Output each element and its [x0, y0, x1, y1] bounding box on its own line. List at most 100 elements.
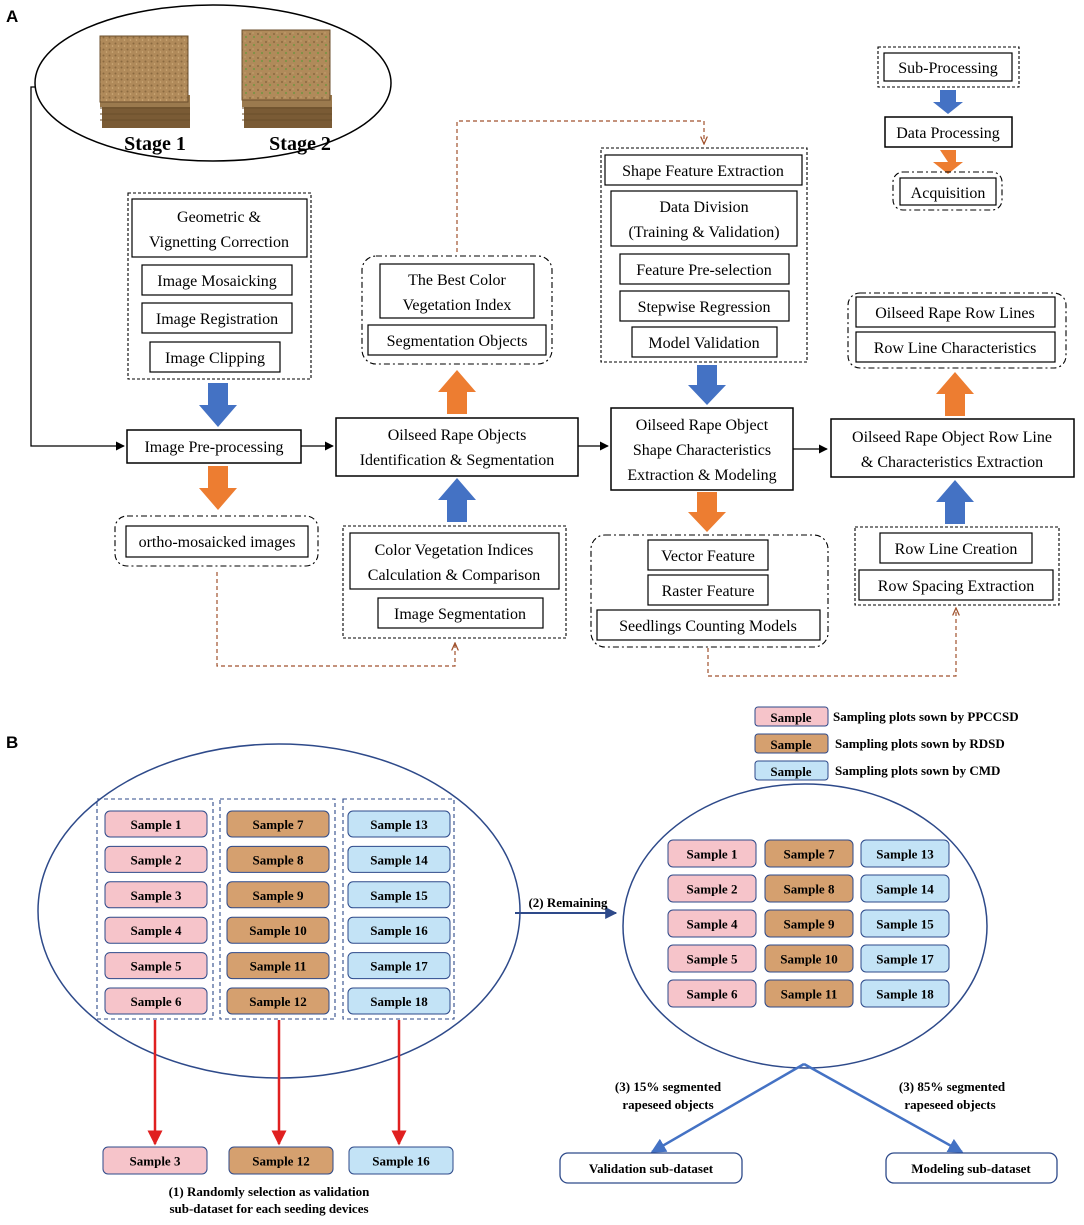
legend-acquisition-box	[899, 177, 997, 206]
sample-right_brown-4-label: Sample 11	[781, 987, 838, 1002]
image-segmentation-box	[377, 597, 544, 629]
selected-sample-2-label: Sample 16	[372, 1154, 430, 1169]
vector-feature-label: Vector Feature	[661, 548, 755, 565]
sample-right_pink-4-label: Sample 6	[687, 987, 738, 1002]
sample-left_pink-0-box	[104, 810, 208, 838]
legend-acquisition-group	[892, 171, 1003, 211]
sample-right_brown-1-box	[764, 874, 854, 903]
sample-left_brown-2-label: Sample 9	[253, 888, 304, 903]
row-lines-box	[855, 296, 1056, 328]
sample-right_brown-3-box	[764, 944, 854, 973]
geometric-correction-line1: Geometric &	[177, 209, 262, 226]
row-characteristics-box	[855, 331, 1056, 363]
sample-left_brown-5-label: Sample 12	[249, 994, 306, 1009]
selected-sample-0-label: Sample 3	[130, 1154, 181, 1169]
sample-left_pink-3-label: Sample 4	[131, 923, 182, 938]
orange-arrow-ortho	[199, 466, 237, 510]
acquisition-ellipse	[34, 4, 392, 162]
row-lines-label: Oilseed Rape Row Lines	[875, 305, 1035, 322]
legend-cmd-text: Sampling plots sown by CMD	[835, 763, 1000, 778]
model-validation-box	[631, 326, 778, 358]
row-characteristics-label: Row Line Characteristics	[874, 340, 1037, 357]
legend-blue-arrow	[933, 90, 963, 114]
sample-right_pink-0-label: Sample 1	[687, 847, 738, 862]
sample-right_brown-3-label: Sample 10	[780, 952, 837, 967]
segmentation-objects-label: Segmentation Objects	[387, 333, 528, 350]
geometric-correction-line2: Vignetting Correction	[149, 234, 289, 251]
identification-box	[335, 417, 579, 477]
sample-left_pink-3-box	[104, 916, 208, 944]
sample-right_blue-2-label: Sample 15	[876, 917, 934, 932]
color-indices-line2: Calculation & Comparison	[368, 567, 540, 584]
sample-right_blue-0-label: Sample 13	[876, 847, 934, 862]
data-division-line1: Data Division	[659, 199, 748, 216]
best-color-line2: Vegetation Index	[403, 297, 512, 314]
shape-feature-extraction-box	[604, 154, 803, 186]
blue-arrow-identification	[438, 478, 476, 522]
image-preprocessing-box	[126, 429, 302, 464]
legend-subprocessing-group	[877, 46, 1020, 88]
legend-swatch-cmd	[754, 760, 829, 781]
row-main-line2: & Characteristics Extraction	[861, 454, 1043, 471]
sample-right_blue-1-label: Sample 14	[876, 882, 934, 897]
sample-left_brown-5-box	[226, 987, 330, 1015]
sample-left_pink-1-box	[104, 845, 208, 873]
row-spacing-label: Row Spacing Extraction	[878, 578, 1034, 595]
row-main-box	[830, 418, 1075, 478]
image-registration-label: Image Registration	[156, 311, 278, 328]
seedlings-models-box	[596, 609, 821, 641]
stepwise-regression-label: Stepwise Regression	[638, 299, 771, 316]
sample-right_pink-1-box	[667, 874, 757, 903]
legend-acquisition-label: Acquisition	[911, 185, 986, 202]
group-pink-dashed	[96, 798, 214, 1020]
stage1-label: Stage 1	[124, 133, 186, 155]
legend-swatch-cmd-label: Sample	[770, 764, 811, 779]
split-arrow-validation	[650, 1062, 805, 1154]
shape-group	[600, 147, 808, 363]
sample-right_pink-3-label: Sample 5	[687, 952, 738, 967]
sample-left_brown-1-label: Sample 8	[253, 852, 304, 867]
sample-right_brown-2-label: Sample 9	[784, 917, 835, 932]
selected-sample-1-box	[228, 1146, 334, 1175]
sample-right_pink-2-label: Sample 4	[687, 917, 738, 932]
sample-right_brown-2-box	[764, 909, 854, 938]
sample-right_pink-4-box	[667, 979, 757, 1008]
sample-left_pink-1-label: Sample 2	[131, 852, 182, 867]
sample-left_pink-4-label: Sample 5	[131, 959, 182, 974]
sample-left_pink-2-label: Sample 3	[131, 888, 182, 903]
sample-left_blue-2-box	[347, 881, 451, 909]
sample-right_brown-4-box	[764, 979, 854, 1008]
selected-sample-boxes: Sample 3 Sample 12 Sample 16	[102, 1146, 454, 1175]
shape-main-line1: Oilseed Rape Object	[636, 417, 769, 434]
best-color-to-shape-dashed-arrow	[456, 120, 704, 252]
ortho-to-color-indices-dashed-arrow	[216, 572, 455, 667]
legend-data-processing-label: Data Processing	[896, 125, 1000, 142]
sample-left_blue-1-label: Sample 14	[370, 852, 428, 867]
image-mosaicking-box	[141, 264, 293, 296]
seedlings-models-label: Seedlings Counting Models	[619, 618, 797, 635]
image-clipping-label: Image Clipping	[165, 350, 265, 367]
split-right-line1: (3) 85% segmented	[899, 1079, 1006, 1094]
selected-sample-1-label: Sample 12	[252, 1154, 309, 1169]
sample-left_brown-0-label: Sample 7	[253, 817, 304, 832]
row-main-line1: Oilseed Rape Object Row Line	[852, 429, 1052, 446]
legend-subprocessing-label: Sub-Processing	[898, 60, 998, 77]
legend-ppccsd-text: Sampling plots sown by PPCCSD	[833, 709, 1019, 724]
sample-right_pink-3-box	[667, 944, 757, 973]
identification-line2: Identification & Segmentation	[360, 452, 555, 469]
remaining-samples-ellipse	[622, 783, 988, 1069]
sample-left_blue-0-label: Sample 13	[370, 817, 428, 832]
preprocessing-group	[127, 192, 312, 380]
row-line-creation-box	[879, 532, 1033, 564]
sample-right_blue-3-box	[860, 944, 950, 973]
feature-preselection-box	[619, 253, 790, 285]
best-color-line1: The Best Color	[408, 272, 506, 289]
sample-left_brown-0-box	[226, 810, 330, 838]
row-spacing-box	[858, 569, 1054, 601]
sample-left_brown-1-box	[226, 845, 330, 873]
model-validation-label: Model Validation	[648, 335, 759, 352]
sample-right_blue-4-box	[860, 979, 950, 1008]
sample-right_brown-0-label: Sample 7	[784, 847, 835, 862]
